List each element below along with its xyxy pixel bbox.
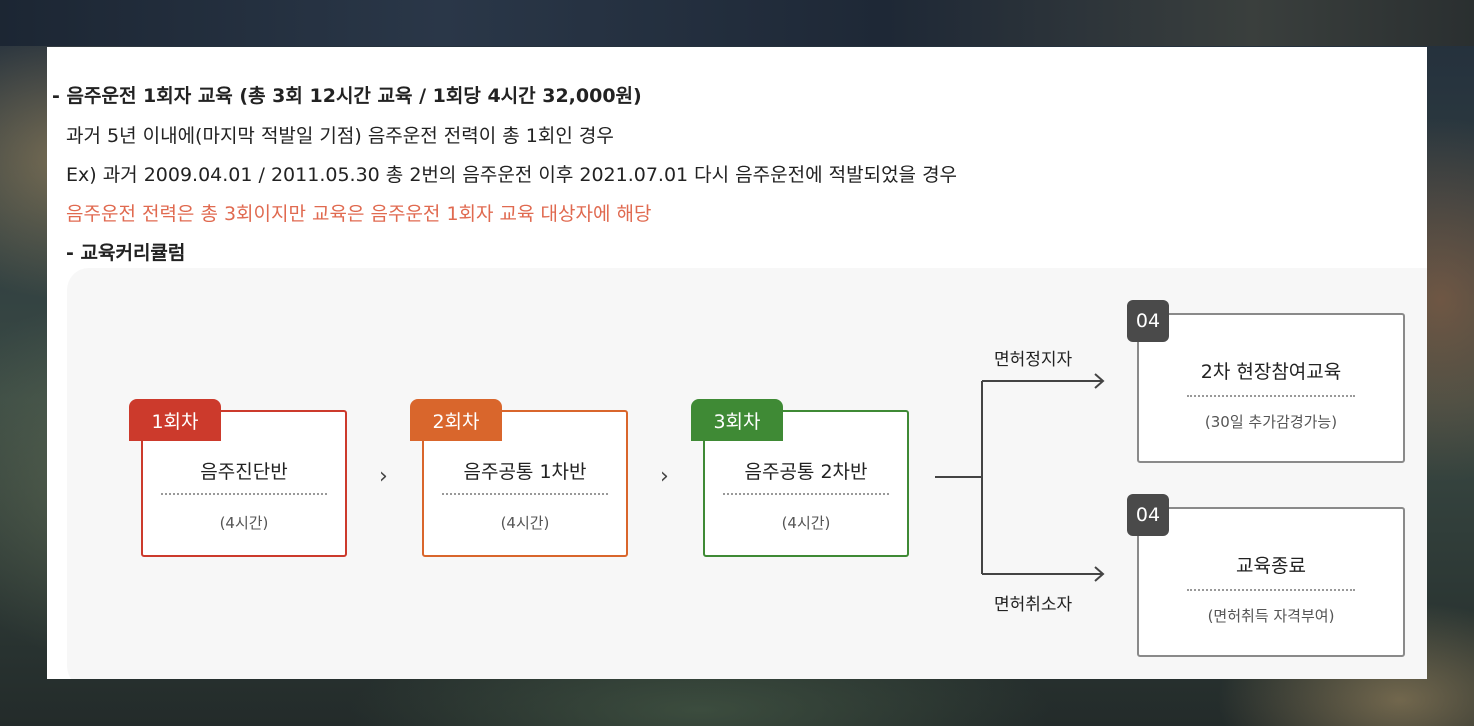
- step-3-divider: [723, 493, 889, 495]
- step-1-title: 음주진단반: [200, 461, 288, 483]
- course-heading: - 음주운전 1회자 교육 (총 3회 12시간 교육 / 1회당 4시간 32…: [52, 85, 642, 107]
- result-2-title: 교육종료: [1236, 555, 1306, 577]
- step-3-title: 음주공통 2차반: [744, 461, 868, 483]
- step-2-divider: [442, 493, 608, 495]
- result-2-divider: [1187, 589, 1355, 591]
- content-panel: - 음주운전 1회자 교육 (총 3회 12시간 교육 / 1회당 4시간 32…: [47, 47, 1427, 679]
- result-1-desc: (30일 추가감경가능): [1204, 413, 1338, 431]
- step-2-card: 2회차 음주공통 1차반 (4시간): [410, 399, 628, 557]
- curriculum-diagram: 1회차 음주진단반 (4시간) › 2회차 음주공통 1차반 (4시간) › 3…: [67, 268, 1427, 679]
- step-3-card: 3회차 음주공통 2차반 (4시간): [691, 399, 909, 557]
- curriculum-label: - 교육커리큘럼: [66, 242, 186, 264]
- step-1-card: 1회차 음주진단반 (4시간): [129, 399, 347, 557]
- result-1-title: 2차 현장참여교육: [1200, 361, 1342, 383]
- result-1-divider: [1187, 395, 1355, 397]
- step-1-duration: (4시간): [219, 514, 269, 532]
- course-note: 음주운전 전력은 총 3회이지만 교육은 음주운전 1회자 교육 대상자에 해당: [66, 203, 652, 225]
- branch-connector: [935, 373, 1105, 582]
- result-2-card: 04 교육종료 (면허취득 자격부여): [1127, 494, 1405, 657]
- course-condition: 과거 5년 이내에(마지막 적발일 기점) 음주운전 전력이 총 1회인 경우: [66, 125, 614, 147]
- step-2-title: 음주공통 1차반: [463, 461, 587, 483]
- result-1-card: 04 2차 현장참여교육 (30일 추가감경가능): [1127, 300, 1405, 463]
- step-1-tag: 1회차: [129, 399, 221, 441]
- arrow-right-icon: [1094, 566, 1105, 582]
- step-2-duration: (4시간): [500, 514, 550, 532]
- branch-suspension-label: 면허정지자: [994, 350, 1073, 370]
- result-2-desc: (면허취득 자격부여): [1207, 607, 1335, 625]
- step-1-divider: [161, 493, 327, 495]
- branch-revocation-label: 면허취소자: [994, 595, 1073, 615]
- step-3-tag: 3회차: [691, 399, 783, 441]
- result-2-badge: 04: [1127, 494, 1169, 536]
- chevron-right-icon: ›: [379, 464, 388, 489]
- arrow-right-icon: [1094, 373, 1105, 389]
- step-2-tag: 2회차: [410, 399, 502, 441]
- result-1-badge: 04: [1127, 300, 1169, 342]
- background-top-band: [0, 0, 1474, 46]
- course-example: Ex) 과거 2009.04.01 / 2011.05.30 총 2번의 음주운…: [66, 164, 958, 186]
- step-3-duration: (4시간): [781, 514, 831, 532]
- chevron-right-icon: ›: [660, 464, 669, 489]
